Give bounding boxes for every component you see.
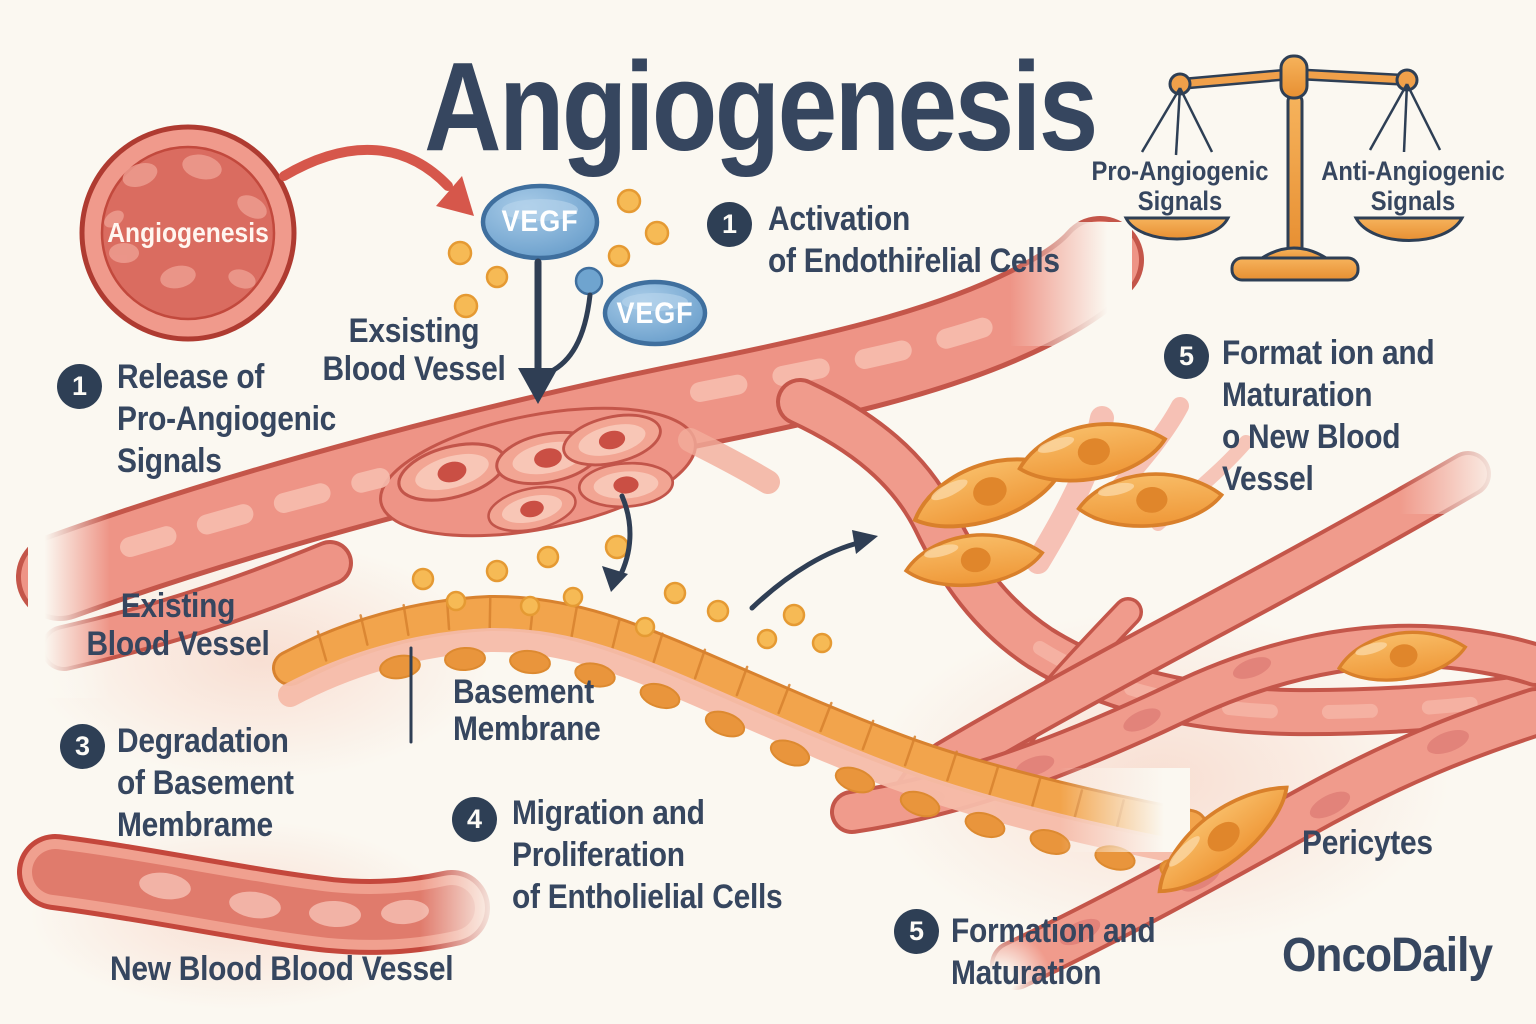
- flow-arrows: [409, 258, 878, 744]
- tumor-arrow: [279, 144, 474, 216]
- tumor-illustration: [79, 124, 297, 342]
- existing-blood-vessel-label: Existing Blood Vessel: [64, 587, 293, 663]
- existing-line2: Blood Vessel: [86, 625, 270, 663]
- pro-angiogenic-line2: Signals: [1137, 186, 1223, 216]
- new-blood-vessel-illustration: [17, 834, 520, 960]
- step-formation-right-line3: o New Blood: [1222, 418, 1401, 456]
- step-release-line3: Signals: [117, 442, 222, 480]
- new-blood-vessel-label: New Blood Blood Vessel: [110, 950, 454, 988]
- step-formation-right-line2: Maturation: [1222, 376, 1373, 414]
- step-formation-right-badge: 5: [1164, 334, 1209, 379]
- step-migration-line1: Migration and: [512, 794, 705, 832]
- step-degradation-line1: Degradation: [117, 722, 289, 760]
- step-activation-badge: 1: [707, 202, 752, 247]
- pro-angiogenic-line1: Pro-Angiogenic: [1091, 156, 1269, 186]
- step-activation-line2: of Endothiṙelial Cells: [768, 242, 1060, 280]
- basement-line2: Membrane: [453, 710, 601, 748]
- step-formation-bottom-line1: Formation and: [951, 912, 1156, 950]
- step-formation-right-line1: Format ion and: [1222, 334, 1435, 372]
- basement-line1: Basement: [453, 673, 594, 711]
- step-activation-line1: Activation: [768, 200, 910, 238]
- step-release-line1: Release of: [117, 358, 265, 396]
- step-degradation-line2: of Basement: [117, 764, 294, 802]
- balance-scale-illustration: [1123, 54, 1465, 282]
- step-migration-label: Migration and Proliferation of Entholiel…: [512, 792, 783, 918]
- brand-logo: OncoDaily: [1282, 929, 1493, 982]
- tumor-label: Angiogenesis: [107, 217, 269, 248]
- step-migration-line3: of Entholielial Cells: [512, 878, 783, 916]
- step-migration-badge: 4: [452, 797, 497, 842]
- pro-angiogenic-signals-label: Pro-Angiogenic Signals: [1066, 156, 1295, 216]
- step-activation-label: Activation of Endothiṙelial Cells: [768, 198, 1060, 282]
- vegf-label-1: VEGF: [501, 205, 579, 238]
- step-degradation-line3: Membrame: [117, 806, 273, 844]
- anti-angiogenic-signals-label: Anti-Angiogenic Signals: [1299, 156, 1528, 216]
- step-formation-bottom-line2: Maturation: [951, 954, 1102, 992]
- vessel-network-illustration: [678, 378, 1536, 990]
- vegf-label-2: VEGF: [616, 297, 694, 330]
- step-migration-line2: Proliferation: [512, 836, 685, 874]
- step-degradation-label: Degradation of Basement Membrame: [117, 720, 294, 846]
- exsisting-line2: Blood Vessel: [322, 350, 506, 388]
- vegf-illustration: [447, 183, 708, 347]
- existing-line1: Existing: [120, 587, 236, 625]
- step-release-badge: 1: [57, 364, 102, 409]
- exsisting-blood-vessel-label: Exsisting Blood Vessel: [300, 312, 529, 388]
- soft-fades: [28, 222, 1532, 1024]
- anti-angiogenic-line1: Anti-Angiogenic: [1321, 156, 1505, 186]
- step-formation-right-line4: Vessel: [1222, 460, 1314, 498]
- step-release-line2: Pro-Angiogenic: [117, 400, 337, 438]
- anti-angiogenic-line2: Signals: [1370, 186, 1456, 216]
- step-degradation-badge: 3: [60, 724, 105, 769]
- basement-membrane-label: Basement Membrane: [453, 674, 601, 748]
- exsisting-line1: Exsisting: [348, 312, 480, 350]
- step-formation-right-label: Format ion and Maturation o New Blood Ve…: [1222, 332, 1435, 500]
- step-release-label: Release of Pro-Angiogenic Signals: [117, 356, 336, 482]
- signal-dots-middle: [411, 534, 833, 654]
- step-formation-bottom-label: Formation and Maturation: [951, 910, 1156, 994]
- pericytes-label: Pericytes: [1302, 824, 1433, 862]
- page-title: Angiogenesis: [424, 36, 1098, 177]
- step-formation-bottom-badge: 5: [894, 909, 939, 954]
